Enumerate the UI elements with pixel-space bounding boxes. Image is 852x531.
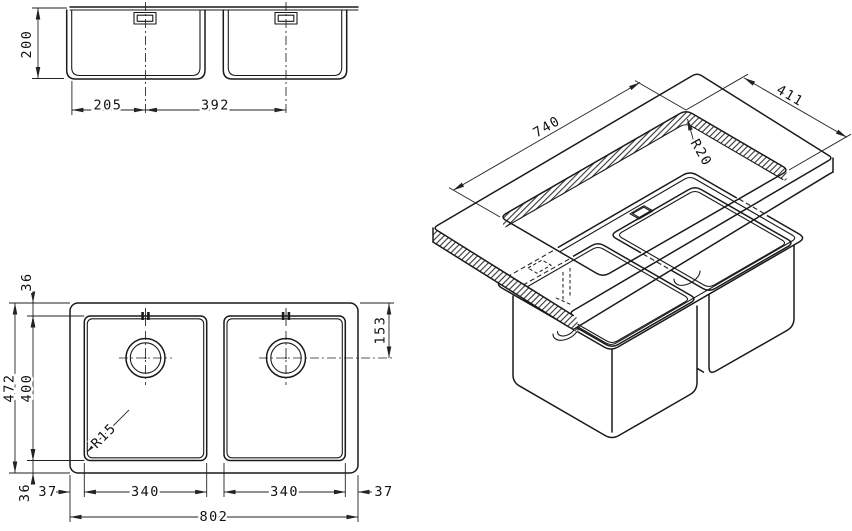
dim-plan-margin-bottom: 36	[17, 483, 33, 502]
cutout-back-right-hatch	[686, 110, 787, 182]
dim-plan-margin-left: 37	[38, 484, 57, 500]
left-drain-center	[144, 357, 147, 359]
left-drain-fitting	[133, 11, 157, 25]
left-overflow-mark	[141, 308, 150, 326]
right-bowl-plan-inner	[226, 318, 343, 459]
dim-plan-overall-width: 802	[200, 509, 229, 525]
dim-plan-overall-depth: 472	[2, 374, 18, 403]
right-bowl-plan	[223, 315, 347, 462]
left-bowl-inner-profile	[71, 9, 201, 77]
hidden-left-drain-fitting	[526, 259, 553, 274]
plan-view: 472 400 36 36 37 340 340 37 802 153	[0, 270, 394, 527]
front-elevation-view: 200 205 392	[17, 2, 359, 116]
iso-countertop-slab	[432, 73, 834, 332]
sink-outline-plan	[69, 302, 359, 474]
left-bowl-outer-profile	[65, 9, 206, 80]
slab-top-outline	[434, 73, 832, 317]
right-bowl-outer-profile	[222, 9, 348, 80]
cutout-outline	[502, 111, 787, 276]
slab-bottom-edge	[432, 171, 834, 331]
right-drain-dome	[673, 270, 701, 286]
dim-front-height: 200	[19, 30, 35, 59]
dim-plan-bowl-left-width: 340	[131, 484, 160, 500]
dim-iso-cutout-width: 411	[773, 82, 806, 110]
right-drain-center	[285, 357, 287, 359]
dim-iso-corner-radius: R20	[687, 136, 715, 169]
left-drain-fitting-inner	[136, 14, 154, 22]
dim-front-drain-spacing: 392	[201, 98, 230, 114]
dim-plan-margin-right: 37	[374, 484, 393, 500]
iso-right-drain-fitting	[629, 205, 654, 220]
slab-edge-hatch	[433, 228, 578, 332]
isometric-view: 740 411 R20	[432, 73, 852, 439]
right-bowl-opening	[612, 187, 792, 291]
dim-iso-cutout-length: 740	[530, 113, 563, 141]
dim-plan-bowl-right-width: 340	[270, 484, 299, 500]
right-bowl-inner-profile	[227, 9, 343, 77]
dim-plan-drain-offset: 153	[373, 316, 389, 345]
right-overflow-mark	[281, 308, 291, 326]
dim-plan-bowl-depth: 400	[19, 374, 35, 403]
dim-plan-margin-top: 36	[19, 272, 35, 291]
left-drain-dome	[552, 325, 580, 341]
dim-plan-corner-radius: R15	[88, 420, 120, 452]
dim-front-drain-offset: 205	[94, 98, 123, 114]
